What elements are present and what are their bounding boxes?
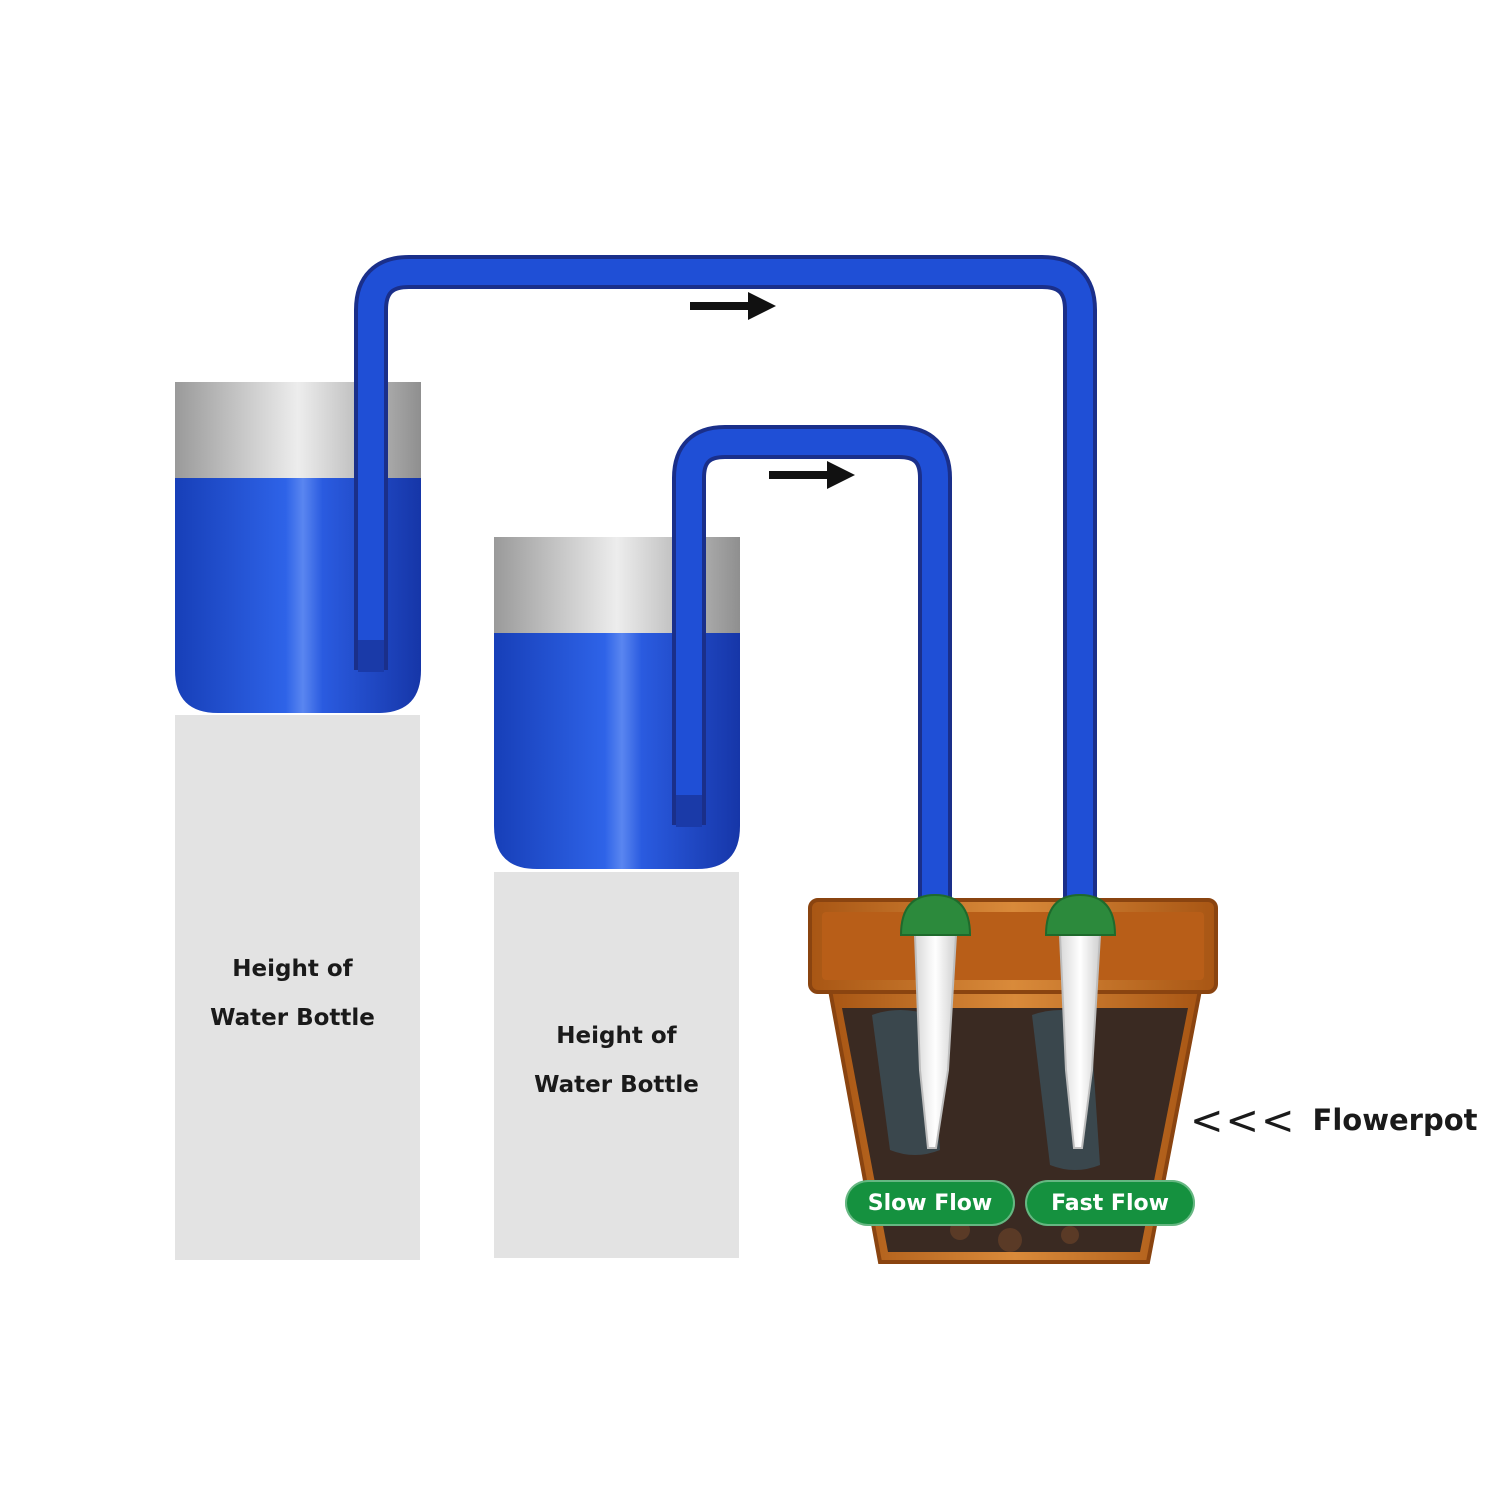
- left-bottle-label-line2: Water Bottle: [210, 1005, 375, 1031]
- slow-flow-spike: [899, 893, 972, 1149]
- middle-bottle-label-line2: Water Bottle: [534, 1072, 699, 1098]
- left-pedestal: [175, 715, 420, 1260]
- flowerpot-label: <<< Flowerpot: [1190, 1098, 1478, 1144]
- short-tube: [672, 425, 952, 905]
- fast-flow-badge: Fast Flow: [1025, 1180, 1195, 1226]
- flowerpot-arrows: <<<: [1190, 1098, 1297, 1144]
- fast-flow-spike: [1044, 893, 1117, 1149]
- flow-arrow-middle: [769, 461, 855, 489]
- left-bottle-label: Height of Water Bottle: [175, 945, 410, 1043]
- middle-bottle-label: Height of Water Bottle: [494, 1012, 739, 1110]
- slow-flow-badge: Slow Flow: [845, 1180, 1015, 1226]
- flow-arrow-top: [690, 292, 776, 320]
- tall-tube: [354, 255, 1097, 905]
- middle-pedestal: [494, 872, 739, 1258]
- middle-bottle-label-line1: Height of: [556, 1023, 677, 1049]
- left-bottle-label-line1: Height of: [232, 956, 353, 982]
- flowerpot-text: Flowerpot: [1312, 1103, 1478, 1137]
